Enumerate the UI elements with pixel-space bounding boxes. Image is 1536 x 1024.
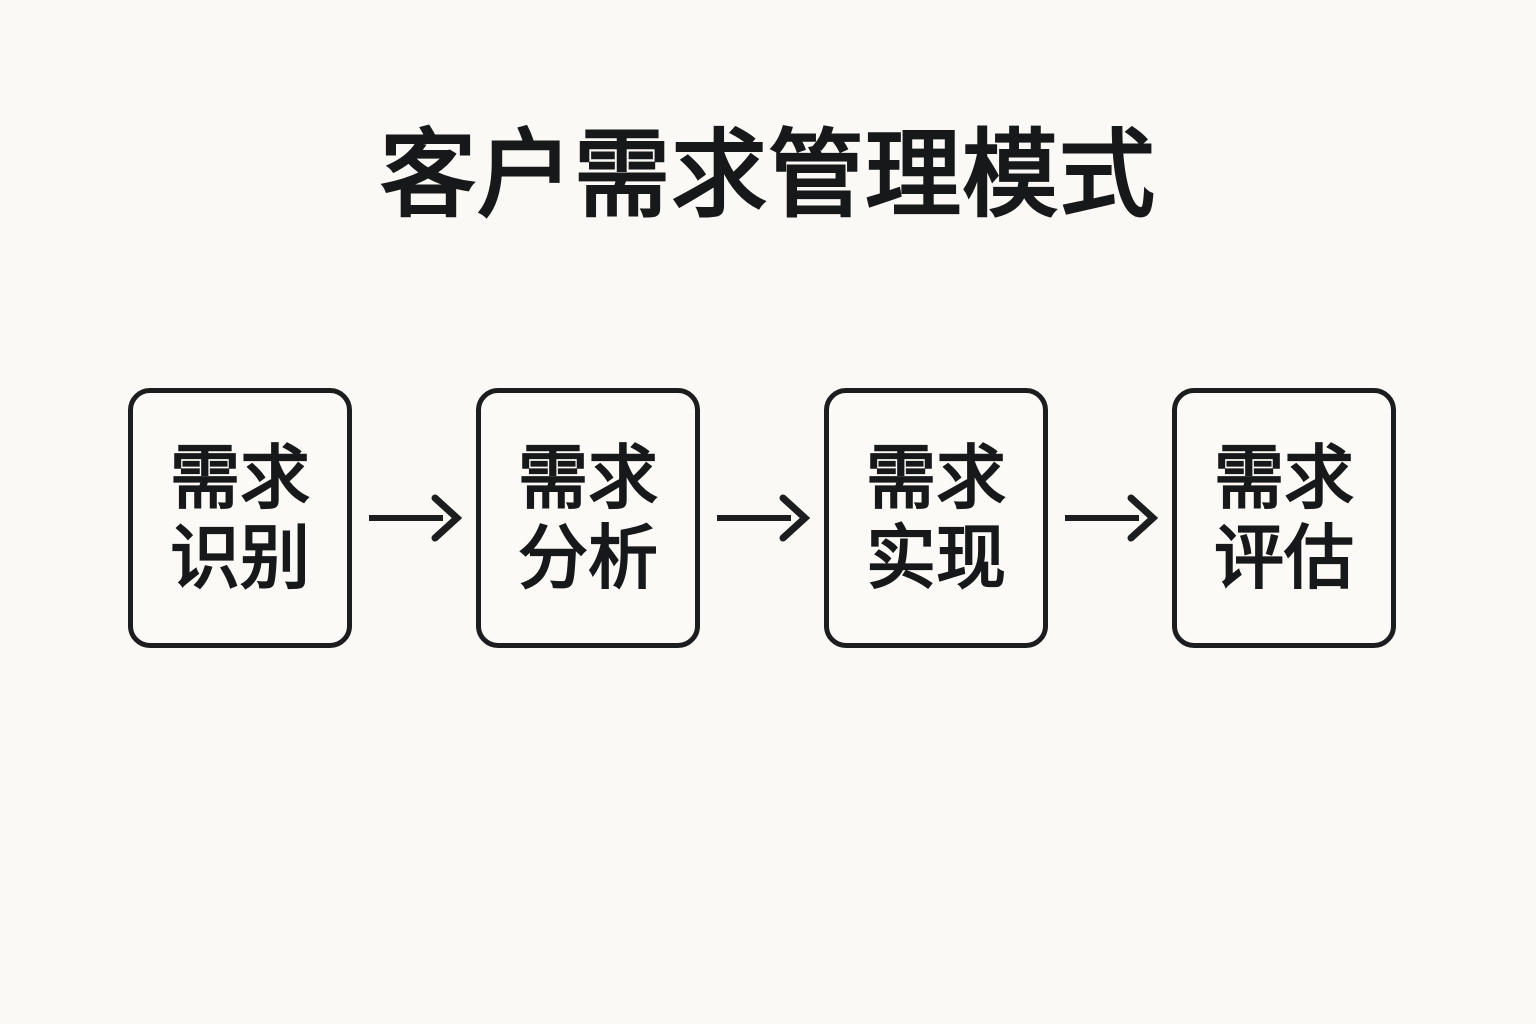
flow-arrow-1	[365, 488, 463, 548]
flow-node-step-2[interactable]: 需求分析	[476, 388, 700, 648]
flow-node-label-step-3: 需求实现	[866, 439, 1006, 597]
flow-arrow-3	[1061, 488, 1159, 548]
flow-node-label-step-1: 需求识别	[170, 439, 310, 597]
flow-arrow-2	[713, 488, 811, 548]
page-title: 客户需求管理模式	[380, 122, 1156, 229]
arrow-right-icon	[1065, 494, 1159, 542]
arrow-right-icon	[369, 494, 463, 542]
process-flow: 需求识别 需求分析 需求实现	[128, 386, 1396, 650]
flow-node-step-1[interactable]: 需求识别	[128, 388, 352, 648]
flow-node-label-step-4: 需求评估	[1214, 439, 1354, 597]
flow-node-step-4[interactable]: 需求评估	[1172, 388, 1396, 648]
flow-node-label-step-2: 需求分析	[518, 439, 658, 597]
arrow-right-icon	[717, 494, 811, 542]
flow-node-step-3[interactable]: 需求实现	[824, 388, 1048, 648]
